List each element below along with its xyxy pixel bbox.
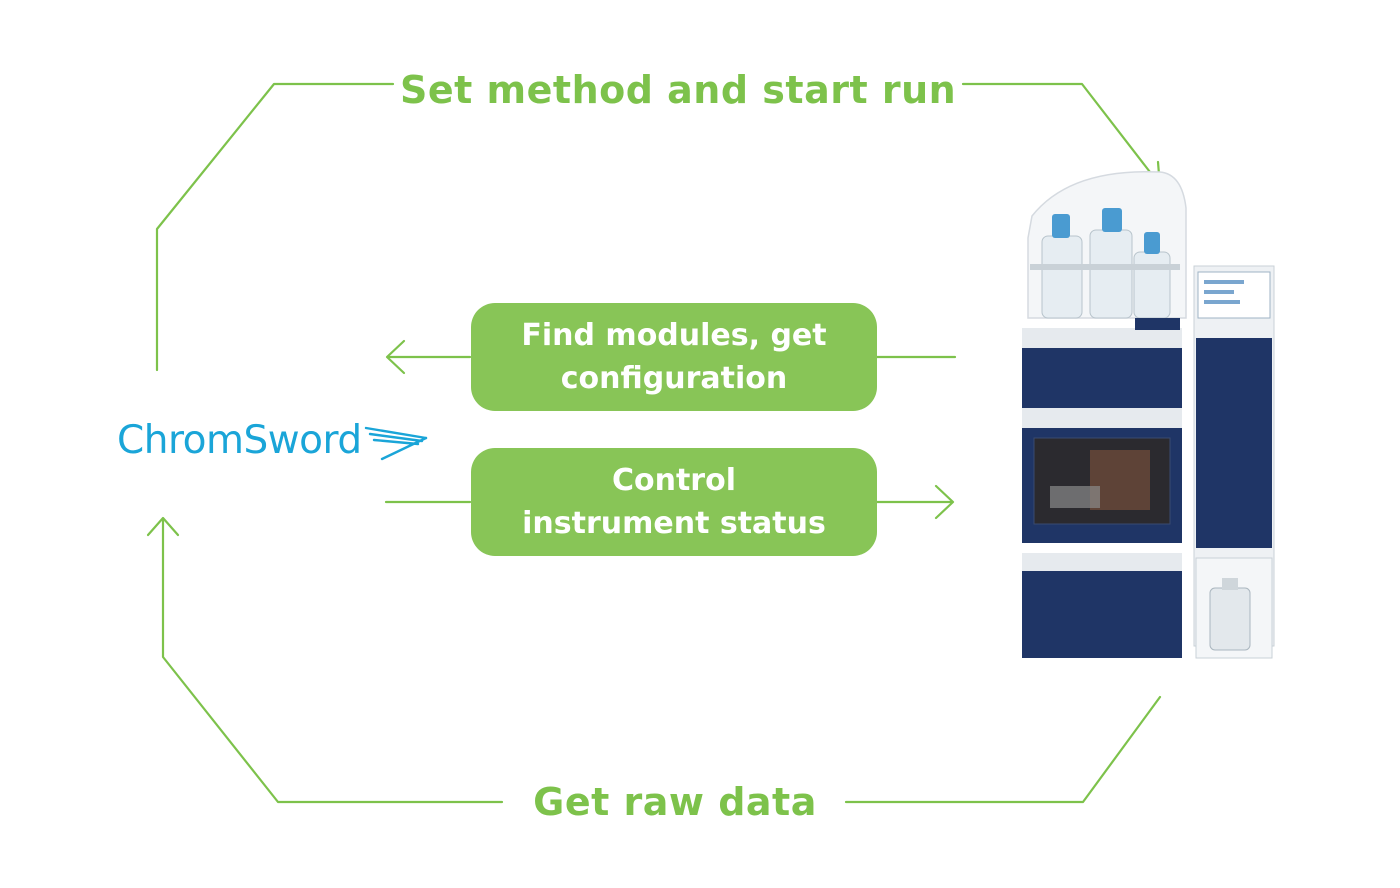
arrowhead-bottom-left — [146, 516, 180, 537]
connector-bottom-right — [844, 695, 1162, 804]
connector-bottom-left — [161, 518, 504, 804]
set-method-label: Set method and start run — [400, 68, 957, 112]
control-status-line1: Control — [611, 463, 736, 498]
arrowhead-control — [934, 484, 955, 520]
find-modules-line2: configuration — [560, 361, 788, 396]
connector-top-right — [961, 82, 1162, 187]
chromsword-logo: ChromSword — [117, 418, 430, 463]
find-modules-box: Find modules, get configuration — [471, 303, 877, 411]
hplc-instrument-image — [1022, 170, 1275, 659]
control-status-box: Control instrument status — [471, 448, 877, 556]
get-raw-data-label: Get raw data — [533, 780, 817, 824]
waste-bottle — [1209, 587, 1251, 651]
find-modules-line1: Find modules, get — [521, 318, 827, 353]
control-status-line2: instrument status — [522, 506, 826, 541]
logo-text: ChromSword — [117, 418, 362, 463]
connector-top-left — [155, 82, 395, 372]
arrowhead-find — [385, 339, 406, 375]
sword-stripes-icon — [364, 426, 427, 460]
